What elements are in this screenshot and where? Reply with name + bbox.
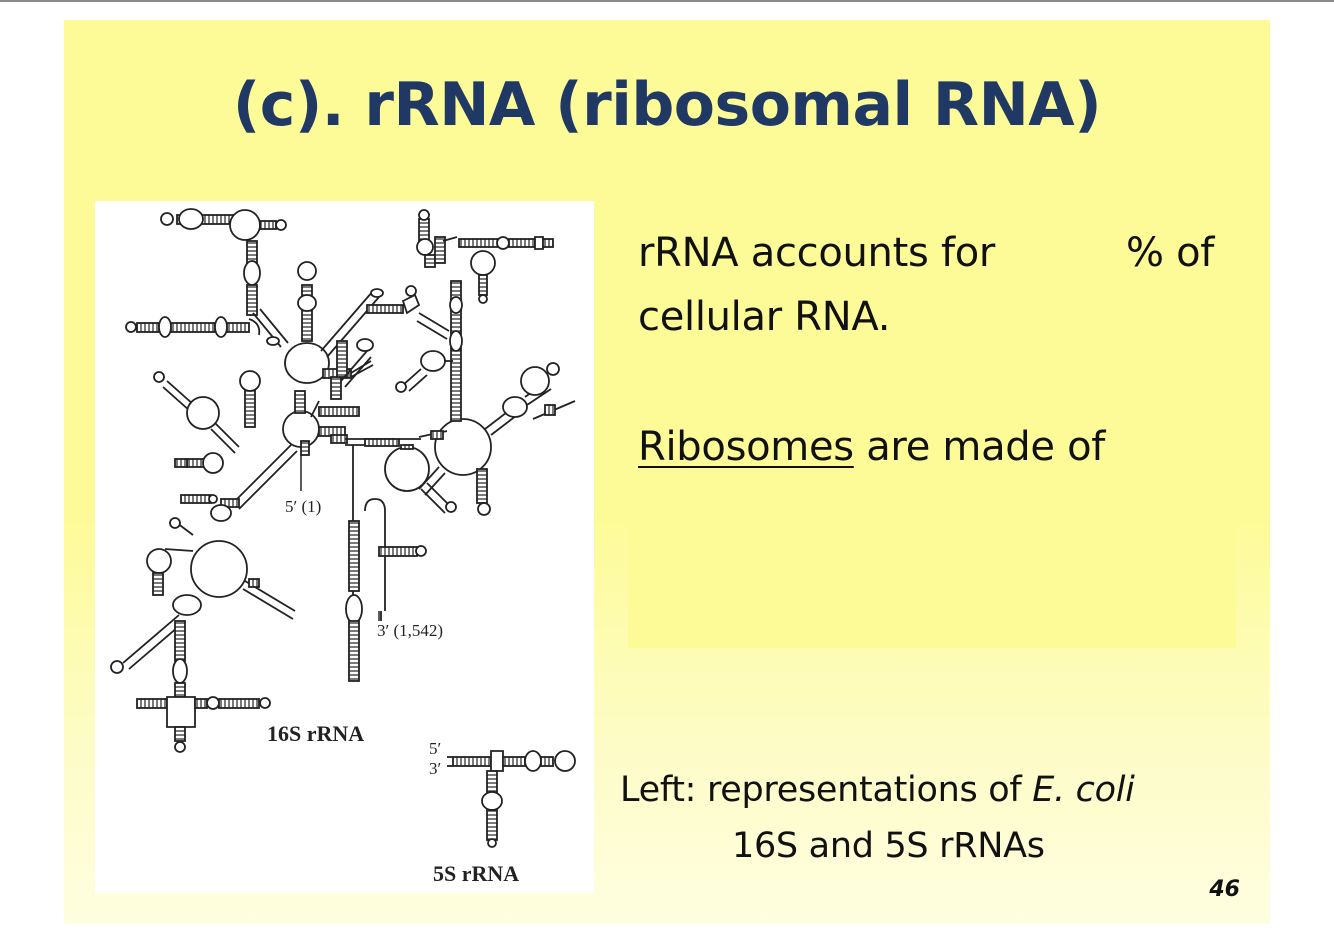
label-5s-rrna: 5S rRNA [433,861,519,887]
caption-line-1: Left: representations of E. coli [620,770,1135,810]
ribosomes-rest: are made of [854,424,1105,470]
caption-italic-species: E. coli [1032,770,1134,810]
page-number: 46 [1209,877,1240,902]
caption-line-2: 16S and 5S rRNAs [732,826,1045,866]
rrna-percent-line-start: rRNA accounts for [638,230,995,276]
caption-prefix: Left: representations of [620,770,1032,810]
rrna-structure-figure: 5′ (1) 3′ (1,542) 16S rRNA 5′ 3′ 5S rRNA [95,201,594,893]
label-3prime-end: 3′ (1,542) [377,621,443,641]
label-16s-rrna: 16S rRNA [267,721,364,747]
ribosomes-line: Ribosomes are made of [638,424,1105,470]
cellular-rna-line: cellular RNA. [638,294,890,340]
slide-title: (c). rRNA (ribosomal RNA) [64,70,1270,140]
label-5s-5prime: 5′ [429,739,441,759]
label-5prime-start: 5′ (1) [285,497,321,517]
slide: (c). rRNA (ribosomal RNA) [64,20,1270,924]
top-rule [0,0,1334,2]
answer-box [628,510,1236,648]
rrna-percent-line-end: % of [1126,230,1214,276]
ribosomes-word: Ribosomes [638,424,854,470]
label-5s-3prime: 3′ [429,759,441,779]
rrna-secondary-structure-diagram [95,201,594,893]
